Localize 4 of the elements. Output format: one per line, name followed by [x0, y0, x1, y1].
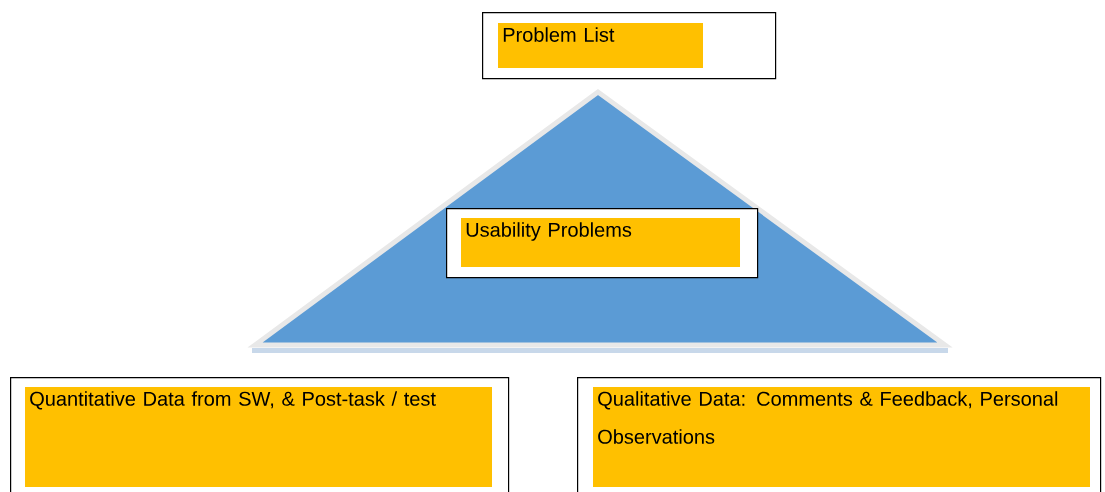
- text-box: Qualitative Data: Comments & Feedback, Personal Observations: [577, 377, 1102, 492]
- text-box: Quantitative Data from SW, & Post-task / test: [10, 377, 510, 492]
- text-box: Problem List: [482, 12, 777, 80]
- text-box: Usability Problems: [446, 208, 759, 279]
